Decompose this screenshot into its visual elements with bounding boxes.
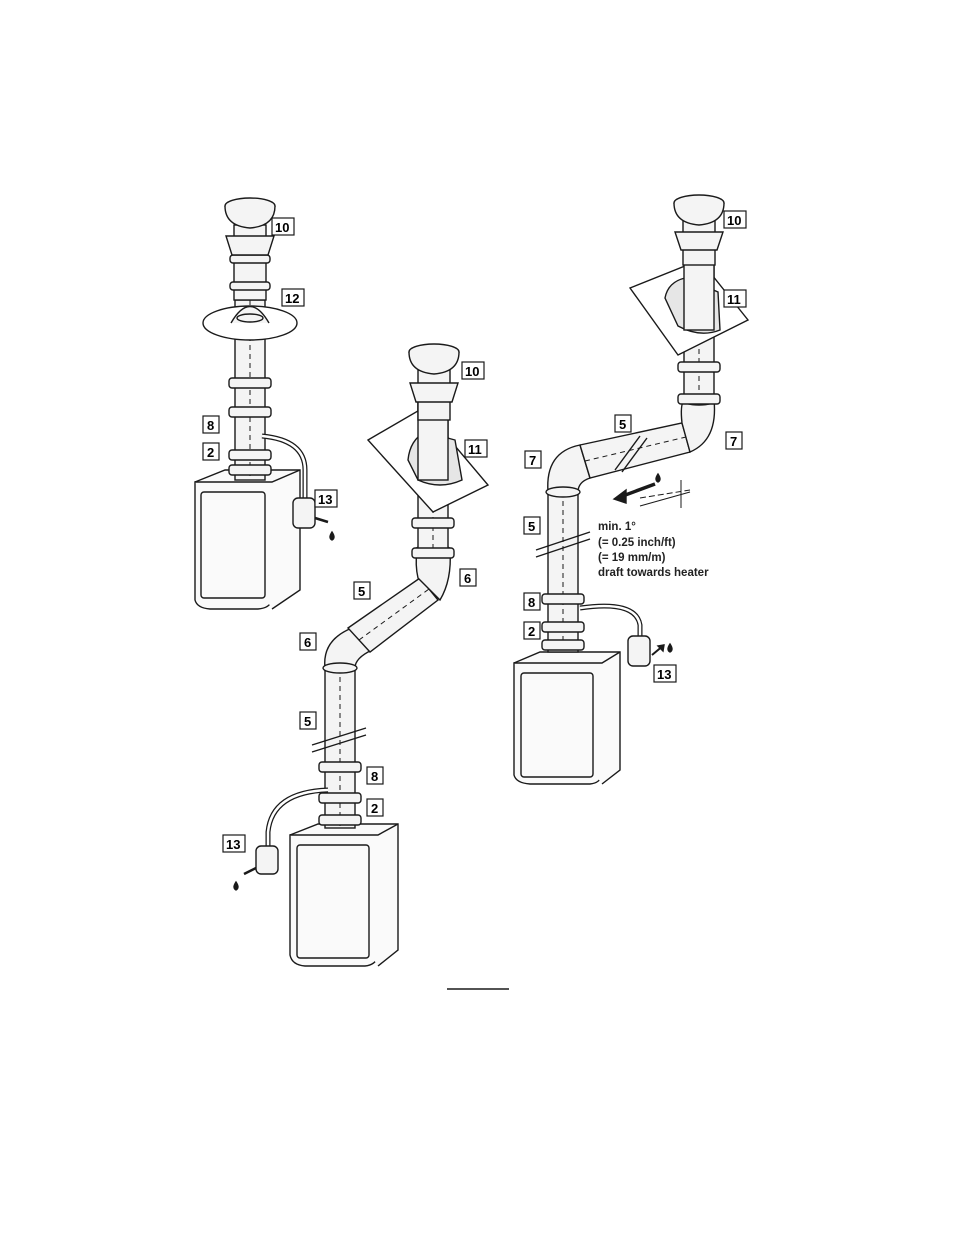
right-condensate-trap <box>579 603 673 667</box>
label-box <box>202 415 220 434</box>
label-box <box>366 766 384 785</box>
label-box <box>523 621 541 640</box>
label-box <box>281 288 305 307</box>
slope-indicator <box>612 472 691 508</box>
label-left-condensate: 13 <box>318 492 332 507</box>
label-box <box>271 217 295 236</box>
label-box <box>314 489 338 508</box>
label-box <box>523 516 541 535</box>
right-assembly <box>513 194 750 785</box>
label-middle-elbow-lower: 6 <box>304 635 311 650</box>
label-right-cap: 10 <box>727 213 741 228</box>
label-left-coupler: 8 <box>207 418 214 433</box>
left-assembly <box>194 197 335 610</box>
label-middle-roof-plate: 11 <box>468 442 482 457</box>
middle-cap <box>408 343 460 421</box>
label-right-pipe-vertical: 5 <box>528 519 535 534</box>
label-box <box>723 210 747 229</box>
label-box <box>464 439 488 458</box>
left-cap <box>224 197 276 301</box>
left-condensate-trap <box>261 433 335 541</box>
slope-note: min. 1° (= 0.25 inch/ft) (= 19 mm/m) dra… <box>598 521 709 579</box>
label-right-pipe-horizontal: 5 <box>619 417 626 432</box>
label-box <box>202 442 220 461</box>
slope-note-line1: min. 1° <box>598 521 636 533</box>
label-box <box>523 592 541 611</box>
label-box <box>614 414 632 433</box>
label-middle-cap: 10 <box>465 364 479 379</box>
label-box <box>222 834 246 853</box>
label-box <box>366 798 384 817</box>
label-left-cap: 10 <box>275 220 289 235</box>
label-box <box>723 289 747 308</box>
label-box <box>524 450 542 469</box>
label-box <box>299 632 317 651</box>
label-box <box>299 711 317 730</box>
label-middle-condensate: 13 <box>226 837 240 852</box>
label-middle-elbow-upper: 6 <box>464 571 471 586</box>
middle-sloped-pipe <box>346 577 439 653</box>
label-right-condensate: 13 <box>657 667 671 682</box>
left-heater <box>194 469 301 610</box>
label-middle-pipe-vertical: 5 <box>304 714 311 729</box>
right-vertical-pipe <box>535 491 591 653</box>
label-right-coupler: 8 <box>528 595 535 610</box>
slope-note-line4: draft towards heater <box>598 567 709 579</box>
label-boxes: 10 12 8 2 13 10 11 6 5 6 5 8 2 13 10 11 … <box>202 210 747 853</box>
middle-assembly <box>233 343 490 967</box>
label-box <box>353 581 371 600</box>
label-right-roof-plate: 11 <box>727 292 741 307</box>
slope-note-line3: (= 19 mm/m) <box>598 552 666 564</box>
right-heater <box>513 651 621 785</box>
middle-condensate-trap <box>233 787 329 891</box>
label-box <box>725 431 743 450</box>
left-flashing <box>202 305 298 341</box>
slope-note-line2: (= 0.25 inch/ft) <box>598 537 676 549</box>
label-box <box>461 361 485 380</box>
right-horizontal-pipe <box>579 422 691 479</box>
label-middle-adapter: 2 <box>371 801 378 816</box>
label-middle-coupler: 8 <box>371 769 378 784</box>
middle-heater <box>289 823 399 967</box>
label-box <box>459 568 477 587</box>
right-elbow-left <box>545 444 591 498</box>
label-right-elbow-left: 7 <box>529 453 536 468</box>
label-right-elbow-right: 7 <box>730 434 737 449</box>
label-right-adapter: 2 <box>528 624 535 639</box>
label-left-flashing: 12 <box>285 291 299 306</box>
label-left-adapter: 2 <box>207 445 214 460</box>
label-middle-pipe-sloped: 5 <box>358 584 365 599</box>
right-cap <box>673 194 725 266</box>
middle-vertical-pipe <box>311 667 367 829</box>
label-box <box>653 664 677 683</box>
right-roof-plate <box>628 249 750 356</box>
